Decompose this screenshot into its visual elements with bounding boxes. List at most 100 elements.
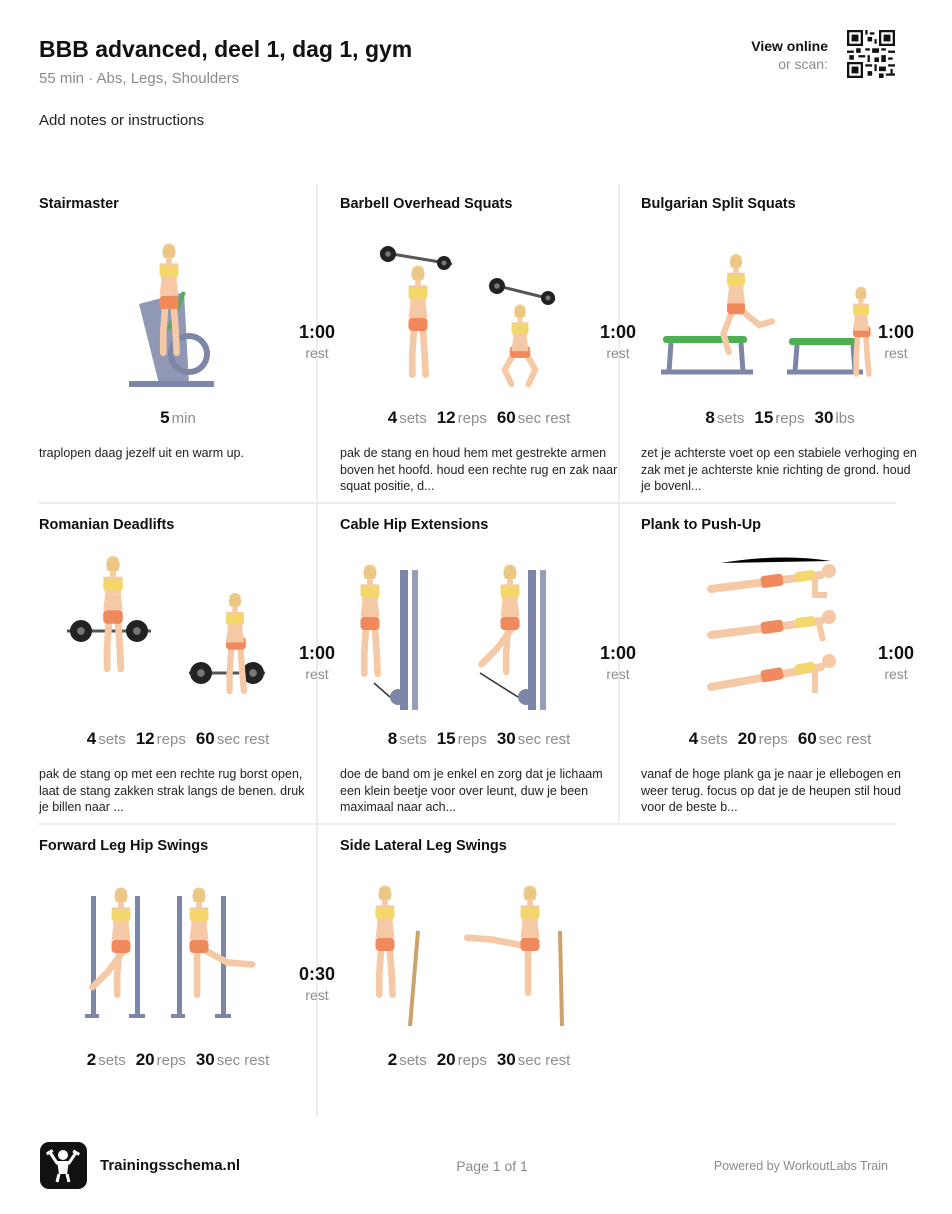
exercise-name[interactable]: Romanian Deadlifts <box>39 517 175 533</box>
stat-value: 30 <box>195 1050 215 1069</box>
stat-value: 8 <box>705 408 715 427</box>
exercise-illustration <box>85 887 256 1018</box>
stat-unit: reps <box>457 410 487 427</box>
stat-unit: reps <box>457 731 487 748</box>
stat-value: 60 <box>797 729 817 748</box>
stat-value: 30 <box>496 729 516 748</box>
brand-logo <box>40 1142 87 1189</box>
stat-value: 4 <box>688 729 699 748</box>
exercise-description: vanaf de hoge plank ga je naar je ellebo… <box>641 767 901 814</box>
stat-value: 4 <box>387 408 398 427</box>
stat-value: 15 <box>754 408 774 427</box>
exercise-name[interactable]: Stairmaster <box>39 196 119 212</box>
rest-time: 1:00 <box>877 643 915 663</box>
notes-field[interactable]: Add notes or instructions <box>39 112 205 129</box>
stat-unit: sec rest <box>216 731 270 748</box>
rest-indicator: 0:30 rest <box>287 964 347 1003</box>
exercise-description: pak de stang en houd hem met gestrekte a… <box>340 446 618 493</box>
exercise-illustration <box>129 243 214 387</box>
exercise-name[interactable]: Bulgarian Split Squats <box>641 196 796 212</box>
stat-value: 20 <box>436 1050 456 1069</box>
stat-value: 8 <box>387 729 398 748</box>
stat-unit: sets <box>716 410 745 427</box>
rest-label: rest <box>305 666 329 682</box>
stat-value: 15 <box>436 729 456 748</box>
rest-time: 1:00 <box>298 643 336 663</box>
stat-value: 30 <box>496 1050 516 1069</box>
view-online-link[interactable]: View online <box>751 38 828 54</box>
stat-value: 2 <box>387 1050 398 1069</box>
exercise-description: doe de band om je enkel en zorg dat je l… <box>340 767 603 814</box>
exercise-illustration <box>661 253 872 377</box>
exercise-description: traplopen daag jezelf uit en warm up. <box>39 446 244 460</box>
stat-value: 5 <box>160 408 170 427</box>
stat-value: 20 <box>135 1050 155 1069</box>
row-divider <box>39 823 896 825</box>
workout-title: BBB advanced, deel 1, dag 1, gym <box>39 36 413 62</box>
stat-unit: reps <box>156 731 186 748</box>
rest-label: rest <box>305 987 329 1003</box>
workout-subtitle: 55 min · Abs, Legs, Shoulders <box>39 70 240 87</box>
exercise-illustration <box>375 885 564 1027</box>
stat-unit: sets <box>700 731 728 748</box>
rest-time: 1:00 <box>599 643 637 663</box>
footer-brand[interactable]: Trainingsschema.nl <box>100 1157 241 1174</box>
exercise-name[interactable]: Side Lateral Leg Swings <box>340 838 507 854</box>
stat-value: 4 <box>86 729 97 748</box>
exercise-name[interactable]: Plank to Push-Up <box>641 517 762 533</box>
athlete-logo-icon <box>45 1149 80 1183</box>
stat-unit: reps <box>457 1052 487 1069</box>
stat-value: 30 <box>814 408 834 427</box>
stat-value: 20 <box>737 729 757 748</box>
rest-indicator: 1:00 rest <box>588 322 648 361</box>
exercise-description: pak de stang op met een rechte rug borst… <box>39 767 305 814</box>
stat-unit: sec rest <box>517 1052 571 1069</box>
stat-unit: sets <box>399 1052 427 1069</box>
stat-value: 12 <box>135 729 155 748</box>
stat-unit: min <box>171 410 196 427</box>
stat-unit: reps <box>758 731 788 748</box>
stat-unit: sets <box>399 731 427 748</box>
rest-time: 1:00 <box>599 322 637 342</box>
stat-unit: sec rest <box>517 731 571 748</box>
page-indicator: Page 1 of 1 <box>456 1158 528 1174</box>
powered-by[interactable]: Powered by WorkoutLabs Train <box>713 1159 888 1173</box>
rest-label: rest <box>884 666 908 682</box>
stat-unit: reps <box>775 410 805 427</box>
stat-unit: sec rest <box>517 410 571 427</box>
qr-code-icon[interactable] <box>847 30 895 78</box>
stat-unit: lbs <box>835 410 855 427</box>
column-divider <box>316 184 318 1117</box>
exercise-illustration <box>707 557 836 693</box>
exercise-name[interactable]: Cable Hip Extensions <box>340 517 489 533</box>
rest-time: 1:00 <box>877 322 915 342</box>
view-online-block[interactable]: View online or scan: <box>751 38 828 72</box>
exercise-illustration <box>67 556 265 695</box>
stat-unit: sets <box>399 410 427 427</box>
exercise-name[interactable]: Forward Leg Hip Swings <box>39 838 209 854</box>
exercise-description: zet je achterste voet op een stabiele ve… <box>641 446 917 493</box>
rest-time: 0:30 <box>298 964 336 984</box>
exercise-illustration <box>379 246 556 388</box>
stat-unit: sets <box>98 731 126 748</box>
row-divider <box>39 502 896 504</box>
stat-value: 60 <box>496 408 516 427</box>
exercise-name[interactable]: Barbell Overhead Squats <box>340 196 513 212</box>
exercise-illustration <box>360 564 546 710</box>
rest-label: rest <box>606 345 630 361</box>
stat-value: 12 <box>436 408 456 427</box>
rest-indicator: 1:00 rest <box>866 643 926 682</box>
stat-value: 2 <box>86 1050 97 1069</box>
stat-unit: sec rest <box>818 731 872 748</box>
stat-unit: sets <box>98 1052 126 1069</box>
